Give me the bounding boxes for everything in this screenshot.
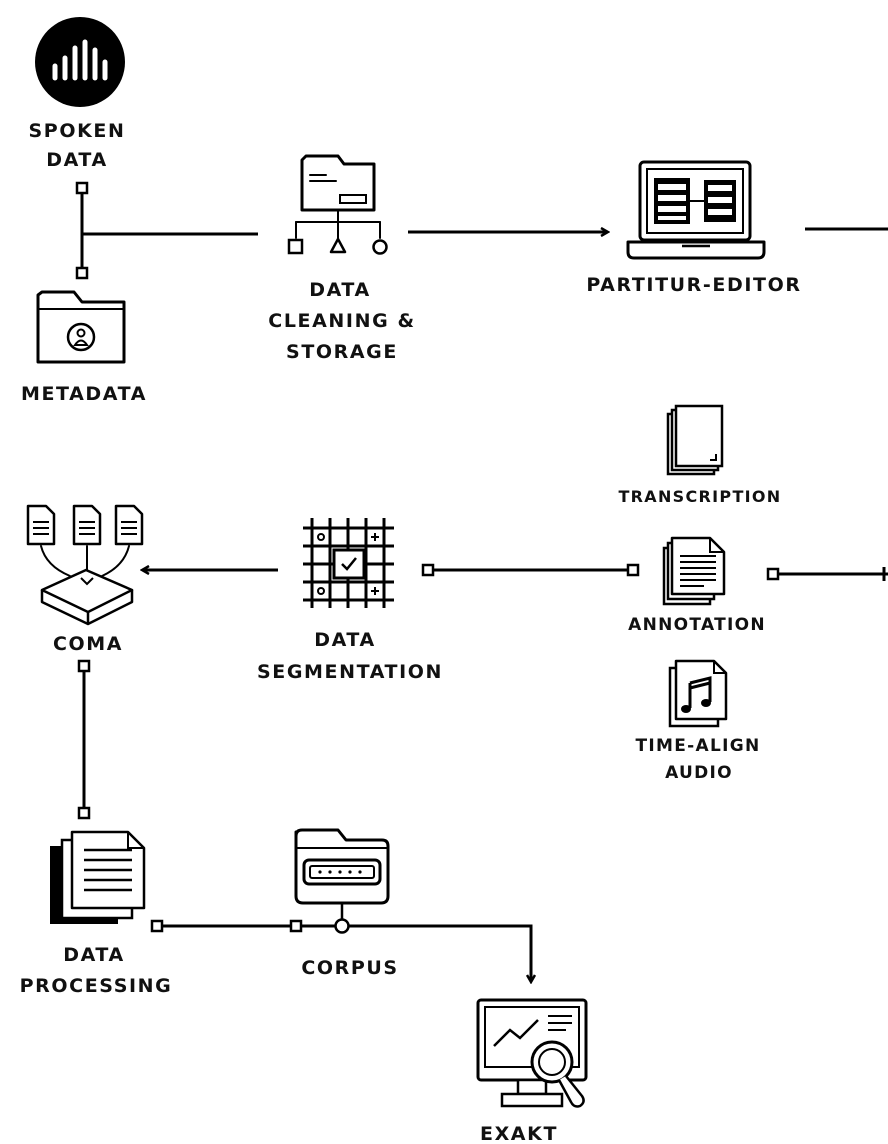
annotation-node: ANNOTATION [628,536,766,635]
spoken-data-label-line2: DATA [46,149,108,171]
data-segmentation-node: DATA SEGMENTATION [257,518,443,683]
text-document-icon [662,536,726,606]
data-cleaning-label-line2: CLEANING & [268,310,415,332]
annotation-label: ANNOTATION [628,615,766,635]
grid-check-icon [303,518,394,608]
connector-node [77,659,91,673]
music-document-icon [668,659,728,728]
folder-network-icon [287,154,388,255]
connector-node [75,181,89,195]
time-align-node: TIME-ALIGN AUDIO [635,659,760,783]
spoken-data-label-line1: SPOKEN [29,120,126,142]
coma-label: COMA [53,633,123,655]
time-align-label-line2: AUDIO [665,763,733,783]
document-stack-icon [666,404,724,476]
data-processing-label-line2: PROCESSING [20,975,173,997]
connector-node [77,806,91,820]
coma-node: COMA [26,504,144,655]
data-segmentation-label-line2: SEGMENTATION [257,661,443,683]
data-cleaning-node: DATA CLEANING & STORAGE [268,154,415,363]
analytics-monitor-icon [476,998,588,1108]
data-processing-node: DATA PROCESSING [20,830,173,997]
transcription-node: TRANSCRIPTION [618,404,781,506]
connector-node [289,919,303,933]
partitur-editor-label: PARTITUR-EDITOR [586,274,801,296]
time-align-label-line1: TIME-ALIGN [635,736,760,756]
spoken-data-node: SPOKEN DATA [29,17,126,171]
password-folder-icon [294,828,390,934]
metadata-node: METADATA [21,290,147,405]
connector-node [75,266,89,280]
document-tray-icon [26,504,144,626]
connector-node [626,563,640,577]
arrow-to-exakt [348,924,531,982]
exakt-label: EXAKT [480,1123,558,1144]
exakt-node: EXAKT [476,998,588,1144]
transcription-label: TRANSCRIPTION [618,487,781,506]
connector-node [766,567,780,581]
audio-waveform-icon [35,17,125,107]
file-stack-icon [50,830,146,924]
corpus-label: CORPUS [301,957,398,979]
connector-lines [75,181,888,982]
user-folder-icon [36,290,126,364]
metadata-label: METADATA [21,383,147,405]
connector-node [421,563,435,577]
data-cleaning-label-line1: DATA [309,279,371,301]
data-processing-label-line1: DATA [63,944,125,966]
laptop-icon [626,160,766,260]
connector-node [150,919,164,933]
partitur-editor-node: PARTITUR-EDITOR [586,160,801,296]
data-cleaning-label-line3: STORAGE [286,341,398,363]
corpus-node: CORPUS [294,828,398,979]
data-segmentation-label-line1: DATA [314,629,376,651]
